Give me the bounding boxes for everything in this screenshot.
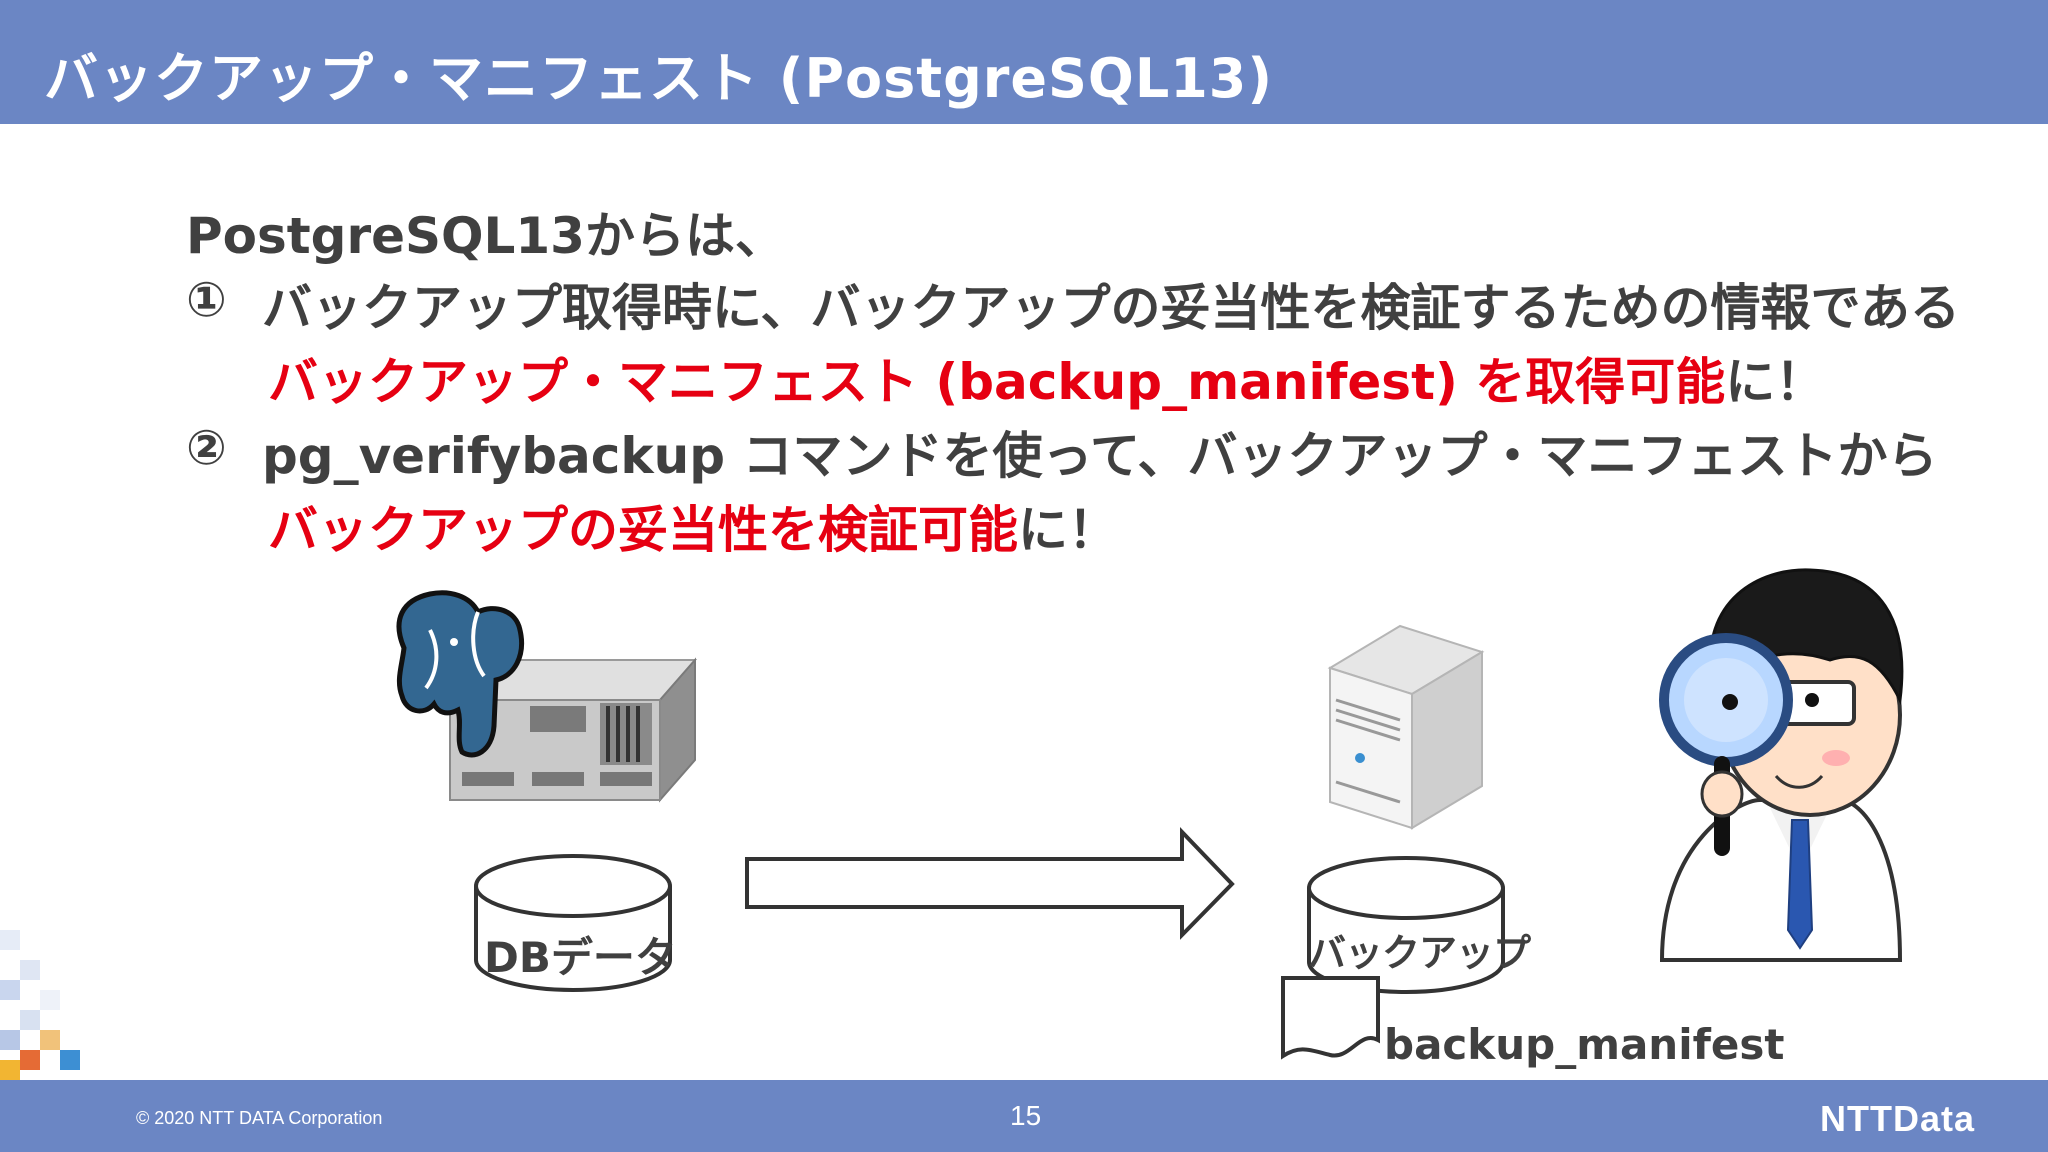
manifest-label: backup_manifest bbox=[1384, 1020, 1785, 1069]
item1-highlight: バックアップ・マニフェスト (backup_manifest) を取得可能 bbox=[268, 353, 1726, 411]
page-number: 15 bbox=[1010, 1100, 1042, 1131]
postgresql-elephant-icon bbox=[396, 590, 524, 758]
item2-highlight: バックアップの妥当性を検証可能 bbox=[268, 501, 1018, 559]
backup-cylinder bbox=[1307, 856, 1505, 994]
item1-marker: ① bbox=[186, 272, 227, 328]
ntt-data-logo: NTTData bbox=[1820, 1098, 1976, 1139]
item2-tail: に！ bbox=[1018, 501, 1118, 559]
slide-title: バックアップ・マニフェスト (PostgreSQL13) bbox=[44, 47, 1274, 110]
diagram bbox=[396, 568, 1904, 1060]
item1-line2: バックアップ・マニフェスト (backup_manifest) を取得可能に！ bbox=[268, 342, 1825, 414]
flow-arrow bbox=[745, 827, 1235, 940]
backup-label: バックアップ bbox=[1308, 931, 1531, 975]
inspector-person-icon bbox=[1659, 568, 1904, 962]
item2-line2: バックアップの妥当性を検証可能に！ bbox=[268, 490, 1118, 562]
db-data-cylinder bbox=[474, 854, 672, 992]
item1-tail: に！ bbox=[1725, 353, 1826, 411]
backup-server-icon bbox=[1327, 624, 1485, 830]
manifest-document-icon bbox=[1281, 976, 1380, 1060]
copyright-text: © 2020 NTT DATA Corporation bbox=[136, 1108, 383, 1128]
item2-marker: ② bbox=[186, 420, 227, 476]
item2-line1: pg_verifybackup コマンドを使って、バックアップ・マニフェストから bbox=[262, 427, 1938, 485]
decorative-mosaic bbox=[0, 930, 80, 1080]
footer-bar bbox=[0, 1080, 2048, 1152]
intro-text: PostgreSQL13からは、 bbox=[186, 207, 785, 265]
title-bar bbox=[0, 0, 2048, 124]
item1-line1: バックアップ取得時に、バックアップの妥当性を検証するための情報である bbox=[262, 279, 1960, 337]
db-data-label: DBデータ bbox=[484, 933, 677, 982]
